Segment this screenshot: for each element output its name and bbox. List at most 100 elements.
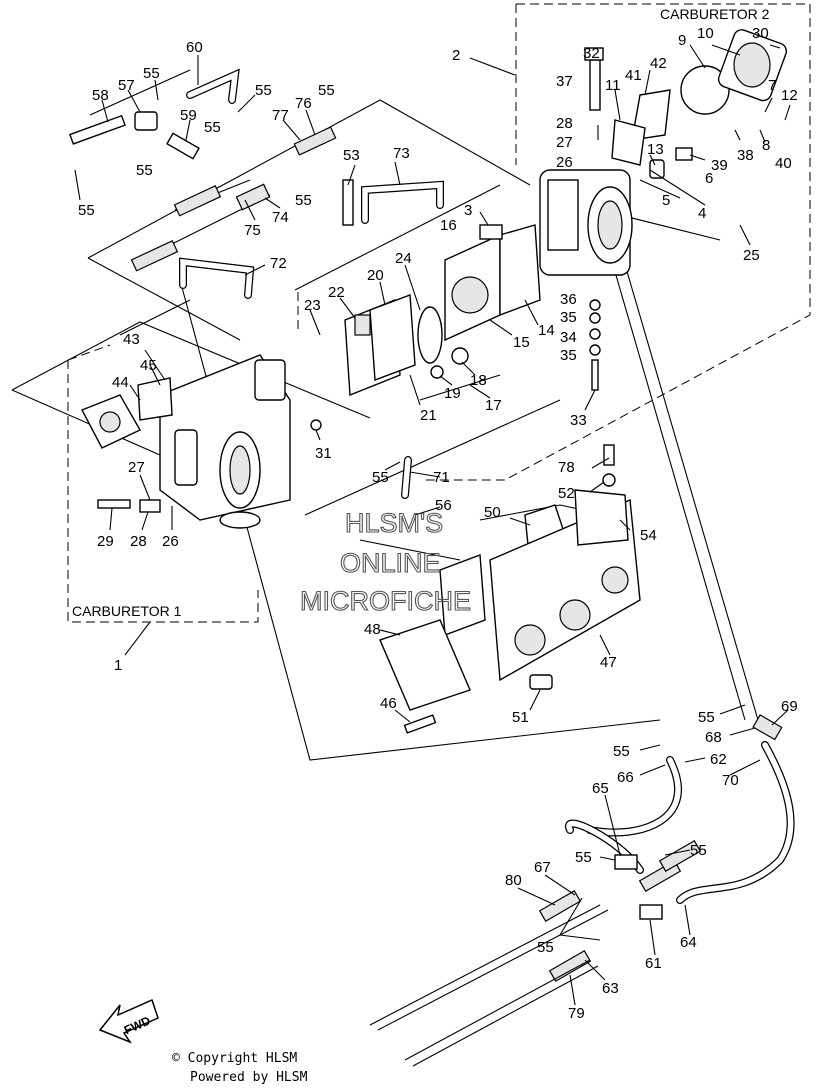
gasket-45 bbox=[137, 377, 173, 421]
pipe-80-line bbox=[369, 904, 601, 1026]
callout-12: 12 bbox=[781, 87, 798, 104]
callout-57: 57 bbox=[118, 77, 135, 94]
joint-55k bbox=[614, 854, 638, 870]
callout-47: 47 bbox=[600, 654, 617, 671]
callout-55: 55 bbox=[575, 849, 592, 866]
callout-43: 43 bbox=[123, 331, 140, 348]
callout-63: 63 bbox=[602, 980, 619, 997]
pipe-77 bbox=[130, 240, 179, 272]
pipe-63 bbox=[548, 949, 592, 983]
callout-17: 17 bbox=[485, 397, 502, 414]
callout-3: 3 bbox=[464, 202, 472, 219]
callout-27: 27 bbox=[556, 134, 573, 151]
bolt-78 bbox=[603, 444, 615, 466]
callout-30: 30 bbox=[752, 25, 769, 42]
callout-35: 35 bbox=[560, 347, 577, 364]
callout-16: 16 bbox=[440, 217, 457, 234]
callout-29: 29 bbox=[97, 533, 114, 550]
callout-10: 10 bbox=[697, 25, 714, 42]
section-outlines bbox=[67, 3, 811, 623]
callout-7: 7 bbox=[768, 77, 776, 94]
screw-19 bbox=[430, 365, 444, 379]
callout-6: 6 bbox=[705, 170, 713, 187]
screw-33 bbox=[591, 359, 599, 391]
callout-50: 50 bbox=[484, 504, 501, 521]
callout-58: 58 bbox=[92, 87, 109, 104]
cap-32 bbox=[584, 47, 604, 61]
callout-22: 22 bbox=[328, 284, 345, 301]
callout-26: 26 bbox=[556, 154, 573, 171]
callout-38: 38 bbox=[737, 147, 754, 164]
callout-55: 55 bbox=[698, 709, 715, 726]
plate-11 bbox=[611, 119, 646, 166]
callout-68: 68 bbox=[705, 729, 722, 746]
callout-55: 55 bbox=[613, 743, 630, 760]
callout-61: 61 bbox=[645, 955, 662, 972]
washer-18 bbox=[451, 347, 469, 365]
callout-76: 76 bbox=[295, 95, 312, 112]
callout-36: 36 bbox=[560, 291, 577, 308]
callout-66: 66 bbox=[617, 769, 634, 786]
needle-13 bbox=[649, 159, 665, 179]
powered-by-text: Powered by HLSM bbox=[190, 1070, 308, 1085]
callout-55: 55 bbox=[295, 192, 312, 209]
callout-70: 70 bbox=[722, 772, 739, 789]
copyright-text: © Copyright HLSM bbox=[172, 1051, 297, 1066]
callout-53: 53 bbox=[343, 147, 360, 164]
callout-48: 48 bbox=[364, 621, 381, 638]
callout-14: 14 bbox=[538, 322, 555, 339]
valve-6 bbox=[675, 147, 693, 161]
watermark-line-3: MICROFICHE bbox=[300, 586, 471, 616]
carburetor-1-label: CARBURETOR 1 bbox=[72, 603, 182, 619]
bolt-46 bbox=[403, 714, 437, 734]
callout-39: 39 bbox=[711, 157, 728, 174]
callout-33: 33 bbox=[570, 412, 587, 429]
callout-9: 9 bbox=[678, 32, 686, 49]
callout-55: 55 bbox=[537, 939, 554, 956]
carburetor-2-outline bbox=[425, 3, 811, 481]
screw-29 bbox=[97, 499, 131, 509]
carburetor-1-body bbox=[159, 354, 291, 529]
bracket-53 bbox=[342, 179, 354, 226]
callout-5: 5 bbox=[662, 192, 670, 209]
callout-15: 15 bbox=[513, 334, 530, 351]
bolt-51 bbox=[529, 674, 553, 690]
callout-54: 54 bbox=[640, 527, 657, 544]
callout-55: 55 bbox=[372, 469, 389, 486]
callout-40: 40 bbox=[775, 155, 792, 172]
callout-56: 56 bbox=[435, 497, 452, 514]
callout-4: 4 bbox=[698, 205, 706, 222]
carburetor-1-outline-top bbox=[67, 344, 111, 361]
reed-block-15 bbox=[444, 224, 541, 342]
callout-46: 46 bbox=[380, 695, 397, 712]
callout-2: 2 bbox=[452, 47, 460, 64]
screw-31 bbox=[310, 419, 322, 431]
callout-27: 27 bbox=[128, 459, 145, 476]
carburetor-1-outline bbox=[67, 360, 259, 623]
diaphragm-24 bbox=[417, 306, 443, 364]
callout-55: 55 bbox=[255, 82, 272, 99]
forward-arrow: FWD bbox=[98, 998, 159, 1044]
callout-28: 28 bbox=[130, 533, 147, 550]
pipe-75 bbox=[173, 185, 222, 217]
callout-67: 67 bbox=[534, 859, 551, 876]
callout-62: 62 bbox=[710, 751, 727, 768]
watermark-line-1: HLSM'S bbox=[345, 508, 443, 538]
callout-1: 1 bbox=[114, 657, 122, 674]
callout-77: 77 bbox=[272, 107, 289, 124]
callout-55: 55 bbox=[318, 82, 335, 99]
callout-45: 45 bbox=[140, 357, 157, 374]
callout-24: 24 bbox=[395, 250, 412, 267]
callout-28: 28 bbox=[556, 115, 573, 132]
callout-74: 74 bbox=[272, 209, 289, 226]
pipe-80 bbox=[538, 889, 582, 923]
callout-44: 44 bbox=[112, 374, 129, 391]
hose-59 bbox=[166, 132, 200, 160]
callout-55: 55 bbox=[690, 842, 707, 859]
plate-48 bbox=[379, 619, 471, 711]
bracket-54 bbox=[574, 489, 629, 546]
callout-80: 80 bbox=[505, 872, 522, 889]
callout-71: 71 bbox=[433, 469, 450, 486]
callout-72: 72 bbox=[270, 255, 287, 272]
